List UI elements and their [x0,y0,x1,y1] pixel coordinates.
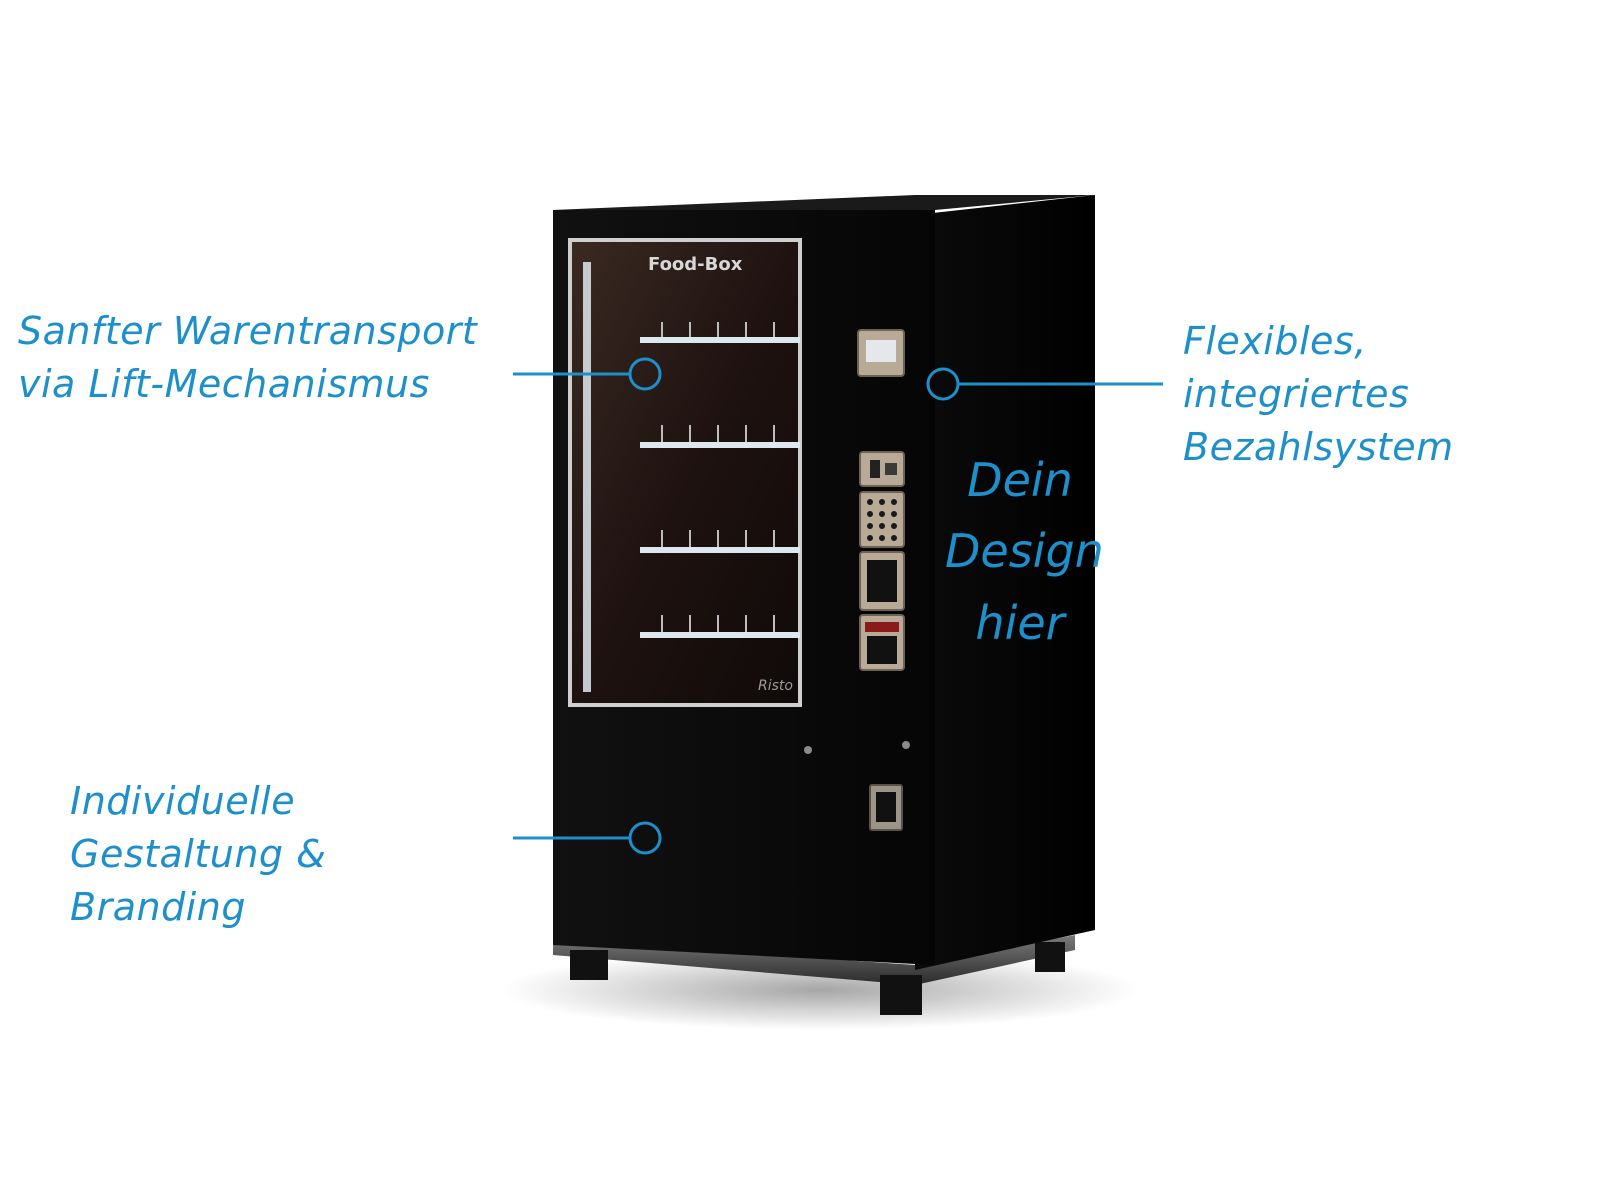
side-design-text: Dein Design hier [945,453,1104,650]
payment-screen [866,340,896,362]
machine-base [553,935,1075,1015]
callout-lines [513,357,1163,855]
display-window: Food-Box Risto [568,238,802,707]
food-box-logo: Food-Box [648,254,743,275]
machine-top [553,195,1095,210]
lock-screw-right [902,741,910,749]
callout-payment-text: Flexibles, integriertes Bezahlsystem [1183,319,1454,470]
callout-branding-text: Individuelle Gestaltung & Branding [70,779,327,930]
coin-slot [859,451,905,487]
machine-side-panel [915,195,1095,970]
payment-panel [804,329,910,831]
callout-marker-lift [628,357,662,391]
callout-marker-branding [628,821,662,855]
callout-lift-text: Sanfter Warentransport via Lift-Mechanis… [18,309,478,407]
callout-marker-payment [926,367,960,401]
risto-logo: Risto [758,678,793,694]
keypad [859,491,905,548]
lock-screw-left [804,746,812,754]
